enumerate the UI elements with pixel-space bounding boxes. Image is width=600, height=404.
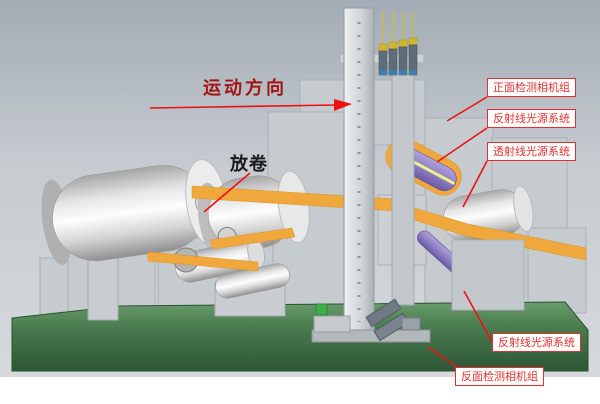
callout-transmissive-line-light: 透射线光源系统: [487, 142, 576, 161]
callout-front-detect-camera-group: 正面检测相机组: [487, 78, 576, 97]
callout-reflective-line-light-top: 反射线光源系统: [487, 109, 576, 128]
callout-back-detect-camera-group: 反面检测相机组: [455, 367, 544, 386]
label-motion-direction: 运动方向: [203, 78, 287, 99]
direction-arrowhead: [334, 99, 352, 111]
callout-reflective-line-light-bottom: 反射线光源系统: [492, 333, 581, 352]
label-unwind: 放卷: [230, 154, 268, 175]
